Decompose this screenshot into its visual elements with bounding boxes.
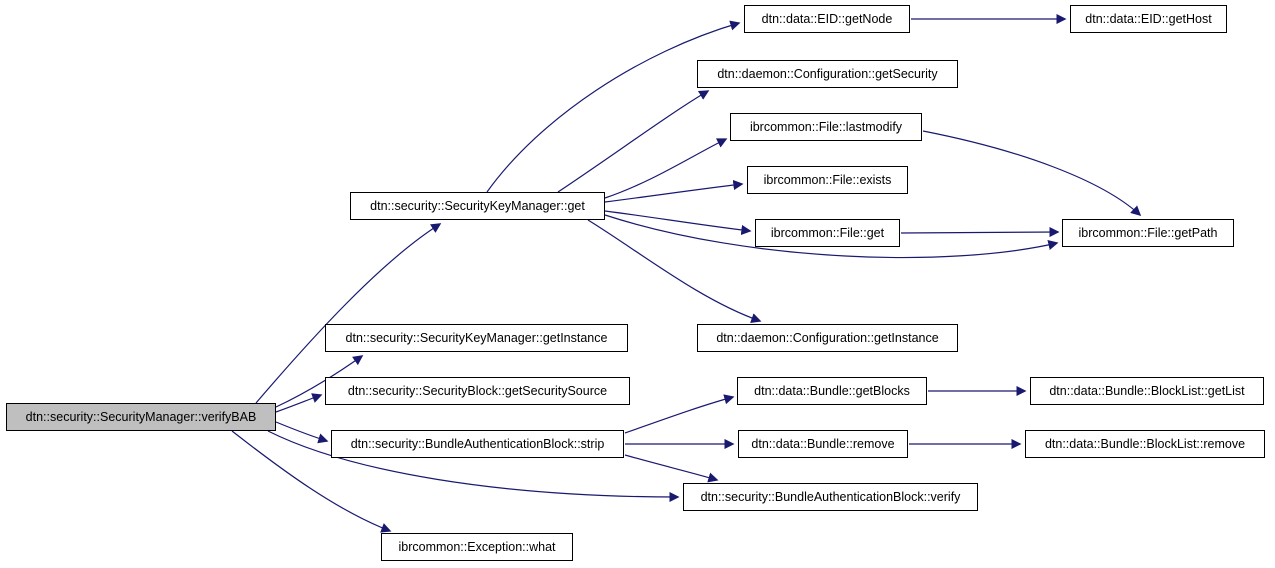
edge-verifyBAB-kmGetInstance xyxy=(275,355,364,408)
edge-verifyBAB-kmGet xyxy=(255,223,442,404)
edge-babStrip-bundleGetBlocks xyxy=(624,394,735,434)
node-blockListGetList[interactable]: dtn::data::Bundle::BlockList::getList xyxy=(1030,377,1264,405)
edge-fileGet-fileGetPath xyxy=(900,226,1060,238)
edge-kmGet-fileLastmodify xyxy=(604,138,728,199)
node-sbGetSecuritySource[interactable]: dtn::security::SecurityBlock::getSecurit… xyxy=(325,377,630,405)
node-cfgGetInstance[interactable]: dtn::daemon::Configuration::getInstance xyxy=(697,324,958,352)
node-bundleRemove[interactable]: dtn::data::Bundle::remove xyxy=(738,430,908,458)
node-eidGetHost[interactable]: dtn::data::EID::getHost xyxy=(1070,5,1227,33)
node-fileLastmodify[interactable]: ibrcommon::File::lastmodify xyxy=(730,113,922,141)
edge-verifyBAB-sbGetSecuritySource xyxy=(275,393,323,413)
node-kmGetInstance[interactable]: dtn::security::SecurityKeyManager::getIn… xyxy=(325,324,628,352)
node-babVerify[interactable]: dtn::security::BundleAuthenticationBlock… xyxy=(683,483,978,511)
edge-kmGet-fileGetPath xyxy=(604,214,1059,259)
node-fileGetPath[interactable]: ibrcommon::File::getPath xyxy=(1062,219,1234,247)
node-verifyBAB: dtn::security::SecurityManager::verifyBA… xyxy=(6,403,276,431)
node-eidGetNode[interactable]: dtn::data::EID::getNode xyxy=(744,5,910,33)
node-fileGet[interactable]: ibrcommon::File::get xyxy=(755,219,900,247)
edge-verifyBAB-babVerify xyxy=(267,430,680,503)
node-kmGet[interactable]: dtn::security::SecurityKeyManager::get xyxy=(350,192,605,220)
node-cfgGetSecurity[interactable]: dtn::daemon::Configuration::getSecurity xyxy=(697,60,958,88)
edge-kmGet-eidGetNode xyxy=(486,20,741,193)
node-blockListRemove[interactable]: dtn::data::Bundle::BlockList::remove xyxy=(1025,430,1265,458)
edge-verifyBAB-babStrip xyxy=(275,421,329,444)
edge-kmGet-fileGet xyxy=(604,210,752,236)
edge-kmGet-cfgGetInstance xyxy=(587,219,762,323)
edge-verifyBAB-exceptionWhat xyxy=(231,430,392,533)
edge-fileLastmodify-fileGetPath xyxy=(922,130,1142,217)
node-fileExists[interactable]: ibrcommon::File::exists xyxy=(747,166,908,194)
node-bundleGetBlocks[interactable]: dtn::data::Bundle::getBlocks xyxy=(737,377,927,405)
edge-babStrip-babVerify xyxy=(624,454,719,483)
node-exceptionWhat[interactable]: ibrcommon::Exception::what xyxy=(381,533,573,561)
edge-kmGet-cfgGetSecurity xyxy=(557,90,710,193)
node-babStrip[interactable]: dtn::security::BundleAuthenticationBlock… xyxy=(331,430,624,458)
edge-kmGet-fileExists xyxy=(604,179,744,203)
